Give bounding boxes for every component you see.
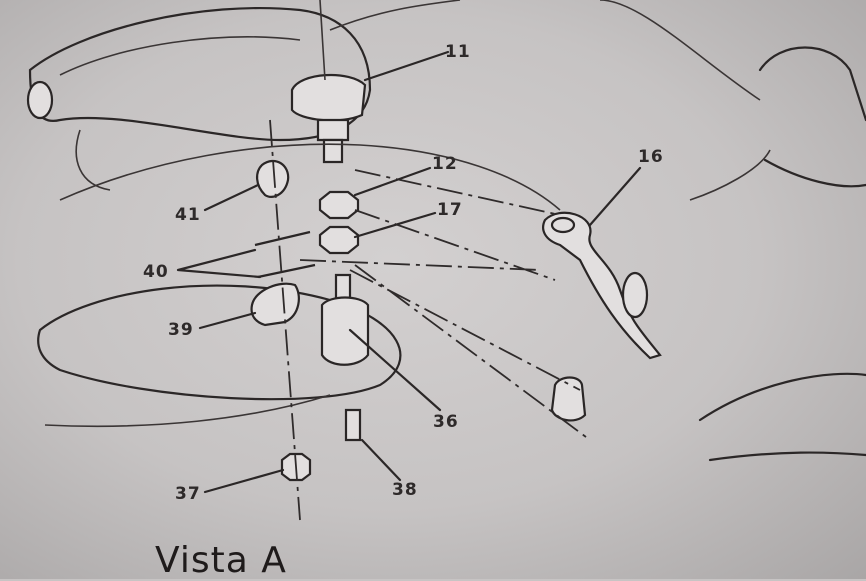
cotter-pins-40: [254, 230, 316, 279]
callout-38: 38: [392, 480, 418, 500]
callout-12: 12: [432, 154, 458, 174]
ball-joint-upper: [290, 0, 367, 164]
callout-36: 36: [433, 412, 459, 432]
frame-outline: [698, 46, 866, 462]
grease-fitting-38: [344, 408, 362, 442]
callout-11: 11: [445, 42, 471, 62]
leader-lines: [176, 50, 642, 494]
callout-16: 16: [638, 147, 664, 167]
steering-arm-16: [542, 211, 662, 422]
view-title: Vista A: [155, 540, 287, 581]
callout-39: 39: [168, 320, 194, 340]
callout-17: 17: [437, 200, 463, 220]
boot-39: [250, 282, 300, 327]
callout-41: 41: [175, 205, 201, 225]
upper-control-arm: [26, 0, 461, 191]
callout-37: 37: [175, 484, 201, 504]
ball-joint-36: [320, 273, 370, 366]
lower-control-arm: [37, 284, 402, 401]
callout-40: 40: [143, 262, 169, 282]
nut-12: [318, 190, 360, 220]
part-41: [256, 159, 290, 198]
castle-nut-17: [318, 225, 360, 255]
